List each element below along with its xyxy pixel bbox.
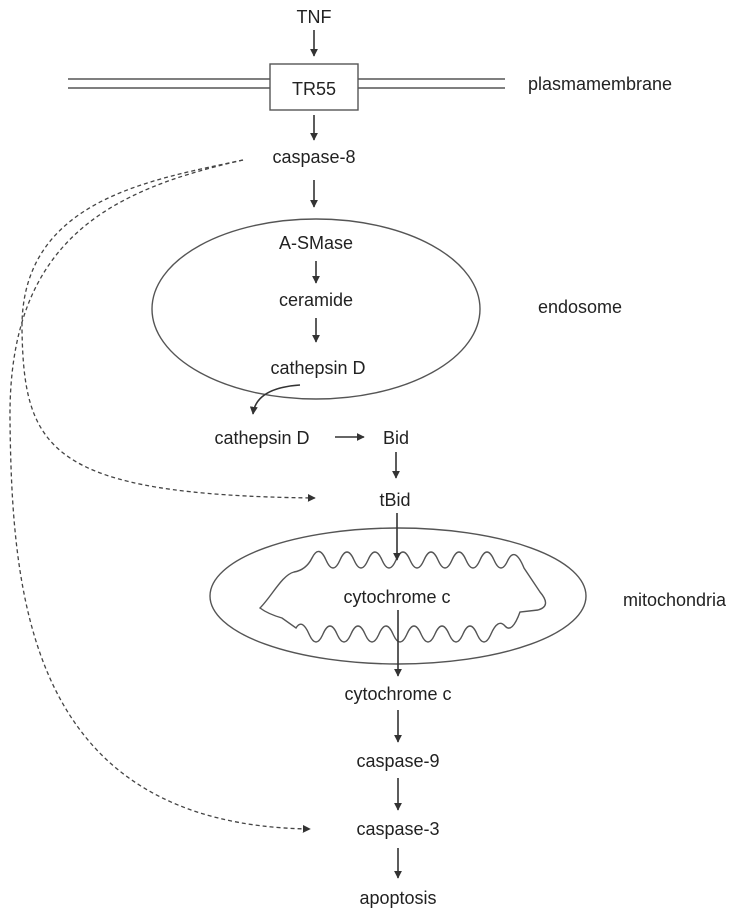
caspase-8-label: caspase-8 [272,147,355,167]
cathepsin-d-inner-label: cathepsin D [270,358,365,378]
bid-label: Bid [383,428,409,448]
tr55-receptor-box [269,63,359,111]
endosome-compartment [151,218,481,400]
a-smase-label: A-SMase [279,233,353,253]
cathepsin-d-outer-label: cathepsin D [214,428,309,448]
tnf-label: TNF [297,7,332,27]
tbid-label: tBid [379,490,410,510]
mitochondria-cristae [258,550,547,643]
ceramide-label: ceramide [279,290,353,310]
caspase-3-label: caspase-3 [356,819,439,839]
cytochrome-c-outer-label: cytochrome c [344,684,451,704]
plasma-membrane-label: plasmamembrane [528,74,672,94]
endosome-label: endosome [538,297,622,317]
caspase-9-label: caspase-9 [356,751,439,771]
tr55-label: TR55 [292,79,336,99]
cytochrome-c-inner-label: cytochrome c [343,587,450,607]
arrow-cathepsin-d-exit-endosome [249,384,301,415]
dashed-arrow-caspase-8-to-caspase-3 [9,159,311,833]
apoptosis-label: apoptosis [359,888,436,908]
dashed-arrow-caspase-8-to-tbid [21,159,316,502]
plasma-membrane [68,78,505,89]
mitochondria-label: mitochondria [623,590,727,610]
